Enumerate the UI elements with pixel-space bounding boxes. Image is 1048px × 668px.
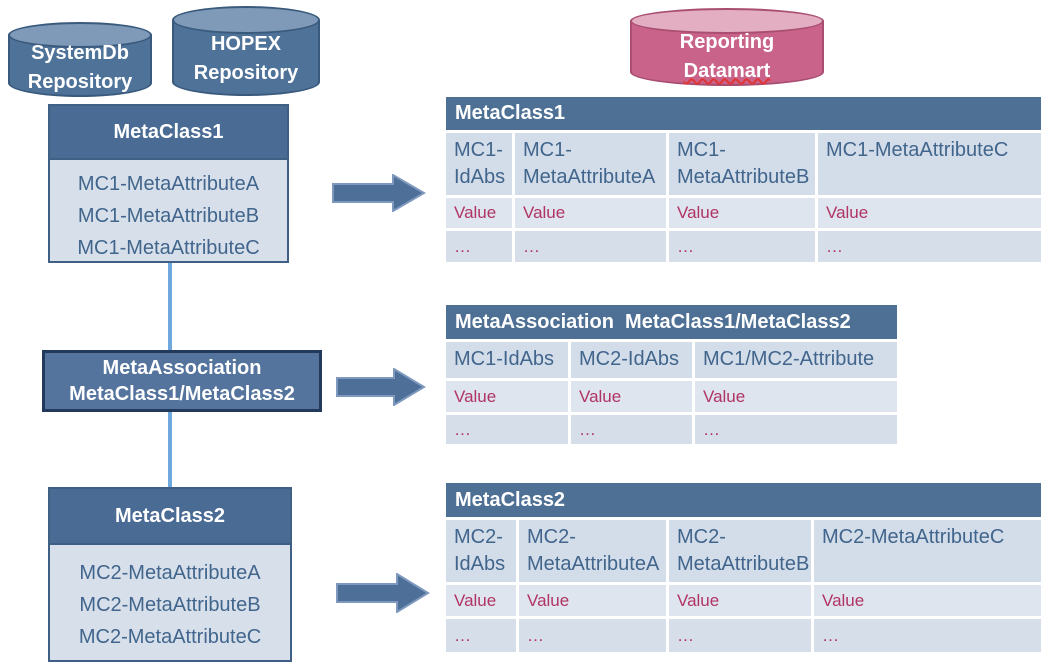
metaassociation-header-row: MC1-IdAbs MC2-IdAbs MC1/MC2-Attribute [446, 342, 897, 378]
column-header-cell: MC2-IdAbs [446, 520, 516, 582]
ellipsis-cell: … [669, 619, 811, 652]
metaclass2-table-title: MetaClass2 [446, 483, 1041, 517]
metaclass1-box: MetaClass1 MC1-MetaAttributeA MC1-MetaAt… [48, 104, 289, 263]
column-header-cell: MC1-IdAbs [446, 133, 512, 195]
column-header-cell: MC1-IdAbs [446, 342, 568, 378]
ellipsis-cell: … [446, 415, 568, 444]
metaclass1-header-row: MC1-IdAbs MC1-MetaAttributeA MC1-MetaAtt… [446, 133, 1041, 195]
right-arrow-icon [336, 573, 430, 613]
reporting-datamart-cylinder: Reporting Datamart [630, 8, 824, 86]
value-cell: Value [571, 381, 692, 412]
metaassociation-box: MetaAssociation MetaClass1/MetaClass2 [42, 350, 322, 412]
metaassociation-ellipsis-row: … … … [446, 415, 897, 444]
connector-line-association-metaclass2 [168, 412, 172, 487]
metaclass2-box-body: MC2-MetaAttributeA MC2-MetaAttributeB MC… [50, 545, 290, 653]
hopex-label-line1: HOPEX [210, 33, 282, 55]
metaassociation-box-line2: MetaClass1/MetaClass2 [69, 383, 295, 405]
metaclass1-attribute: MC1-MetaAttributeC [77, 237, 260, 259]
metaassociation-table: MetaAssociation MetaClass1/MetaClass2 MC… [446, 305, 897, 444]
value-cell: Value [446, 381, 568, 412]
metaclass2-ellipsis-row: … … … … [446, 619, 1041, 652]
column-header-cell: MC2-MetaAttributeC [814, 520, 1041, 582]
metaclass2-attribute: MC2-MetaAttributeB [79, 594, 261, 616]
ellipsis-cell: … [814, 619, 1041, 652]
ellipsis-cell: … [446, 619, 516, 652]
value-cell: Value [814, 585, 1041, 616]
metaclass1-table-title: MetaClass1 [446, 97, 1041, 130]
ellipsis-cell: … [695, 415, 897, 444]
hopex-label-line2: Repository [193, 62, 299, 84]
metaclass1-ellipsis-row: … … … … [446, 231, 1041, 262]
metaclass2-attribute: MC2-MetaAttributeA [79, 562, 261, 584]
metaclass1-box-title: MetaClass1 [50, 106, 287, 160]
value-cell: Value [446, 585, 516, 616]
metaclass2-value-row: Value Value Value Value [446, 585, 1041, 616]
ellipsis-cell: … [669, 231, 815, 262]
right-arrow-icon [332, 174, 426, 212]
metaclass2-box-title: MetaClass2 [50, 489, 290, 545]
column-header-cell: MC2-MetaAttributeB [669, 520, 811, 582]
datamart-label-line2: Datamart [683, 60, 771, 82]
metaclass1-attribute: MC1-MetaAttributeB [77, 205, 260, 227]
systemdb-repository-cylinder: SystemDb Repository [8, 22, 152, 97]
metaclass1-box-body: MC1-MetaAttributeA MC1-MetaAttributeB MC… [50, 160, 287, 264]
hopex-repository-cylinder: HOPEX Repository [172, 6, 320, 96]
systemdb-label-line2: Repository [27, 71, 133, 93]
column-header-cell: MC1-MetaAttributeB [669, 133, 815, 195]
systemdb-repository-label: SystemDb Repository [8, 39, 152, 97]
ellipsis-cell: … [515, 231, 666, 262]
connector-line-metaclass1-association [168, 263, 172, 350]
metaclass1-value-row: Value Value Value Value [446, 198, 1041, 228]
metaclass2-box: MetaClass2 MC2-MetaAttributeA MC2-MetaAt… [48, 487, 292, 662]
ellipsis-cell: … [818, 231, 1041, 262]
datamart-label-line1: Reporting [679, 31, 775, 53]
hopex-repository-label: HOPEX Repository [172, 30, 320, 88]
value-cell: Value [669, 585, 811, 616]
cylinder-top-ellipse [172, 6, 320, 34]
value-cell: Value [515, 198, 666, 228]
metaclass2-header-row: MC2-IdAbs MC2-MetaAttributeA MC2-MetaAtt… [446, 520, 1041, 582]
metaassociation-table-title: MetaAssociation MetaClass1/MetaClass2 [446, 305, 897, 339]
metaclass2-attribute: MC2-MetaAttributeC [78, 626, 262, 648]
column-header-cell: MC1-MetaAttributeA [515, 133, 666, 195]
value-cell: Value [695, 381, 897, 412]
column-header-cell: MC1-MetaAttributeC [818, 133, 1041, 195]
right-arrow-icon [336, 368, 426, 406]
ellipsis-cell: … [446, 231, 512, 262]
value-cell: Value [818, 198, 1041, 228]
metaclass2-table: MetaClass2 MC2-IdAbs MC2-MetaAttributeA … [446, 483, 1041, 652]
column-header-cell: MC2-MetaAttributeA [519, 520, 666, 582]
metaassociation-box-line1: MetaAssociation [102, 357, 262, 379]
column-header-cell: MC2-IdAbs [571, 342, 692, 378]
metaclass1-table: MetaClass1 MC1-IdAbs MC1-MetaAttributeA … [446, 97, 1041, 262]
value-cell: Value [446, 198, 512, 228]
cylinder-top-ellipse [630, 8, 824, 34]
reporting-datamart-label: Reporting Datamart [630, 28, 824, 86]
ellipsis-cell: … [571, 415, 692, 444]
ellipsis-cell: … [519, 619, 666, 652]
column-header-cell: MC1/MC2-Attribute [695, 342, 897, 378]
value-cell: Value [519, 585, 666, 616]
metaclass1-attribute: MC1-MetaAttributeA [77, 173, 260, 195]
value-cell: Value [669, 198, 815, 228]
cylinder-top-ellipse [8, 22, 152, 48]
systemdb-label-line1: SystemDb [31, 42, 129, 64]
metaassociation-value-row: Value Value Value [446, 381, 897, 412]
